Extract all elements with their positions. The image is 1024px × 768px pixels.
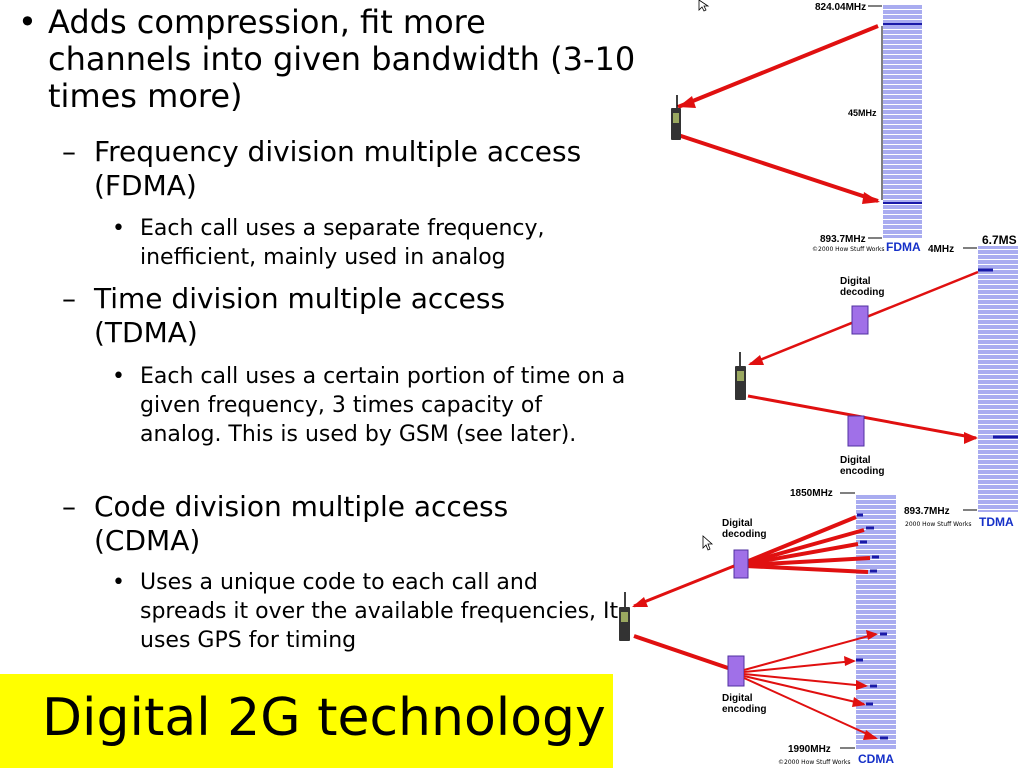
tdma-decoding-label-1: Digital xyxy=(840,276,871,287)
cdma-codes xyxy=(856,513,888,740)
fdma-bottom-freq: 893.7MHz xyxy=(820,234,866,245)
fdma-band xyxy=(883,4,922,238)
cdma-decoder-box xyxy=(733,549,749,579)
fdma-diagram: 824.04MHz 45MHz 893.7MHz ©2000 How Stuff… xyxy=(671,2,922,254)
arrow-head xyxy=(748,355,764,365)
arrow-heads xyxy=(844,630,878,740)
bullet-marker: • xyxy=(112,216,125,241)
tdma-copyright: 2000 How Stuff Works xyxy=(905,521,972,528)
phone-icon xyxy=(619,592,630,641)
slide-title: Digital 2G technology xyxy=(42,688,606,748)
tdma-encoding-label-2: encoding xyxy=(840,466,884,477)
cdma-band xyxy=(856,494,896,750)
phone-icon xyxy=(671,95,681,140)
cdma-label: CDMA xyxy=(858,752,894,766)
cdma-encoding-label-2: encoding xyxy=(722,704,766,715)
fdma-uplink-arrow xyxy=(677,133,879,203)
bullet-marker: • xyxy=(112,570,125,595)
arrow-head xyxy=(964,432,978,444)
phone-icon xyxy=(735,352,746,400)
dash-marker: – xyxy=(62,282,76,315)
tdma-encoder-box xyxy=(847,415,865,447)
tdma-left-top: 4MHz xyxy=(928,244,954,255)
cdma-encoding-label-1: Digital xyxy=(722,693,753,704)
bullet-marker: • xyxy=(112,364,125,389)
bullet-text: Frequency division multiple access (FDMA… xyxy=(94,135,582,202)
bullet-text: Adds compression, fit more channels into… xyxy=(48,3,636,115)
dash-marker: – xyxy=(62,135,76,168)
tdma-decoding-label-2: decoding xyxy=(840,287,884,298)
bullet-text: Time division multiple access (TDMA) xyxy=(94,282,506,349)
cdma-uplink-arrow xyxy=(633,634,729,670)
cdma-uplink-fan xyxy=(743,633,877,739)
bullet-text: Each call uses a separate frequency, ine… xyxy=(140,216,545,270)
arrow-head xyxy=(678,96,696,108)
tdma-encoding-label-1: Digital xyxy=(840,455,871,466)
fdma-downlink-arrow xyxy=(677,24,879,109)
cdma-decoding-label-2: decoding xyxy=(722,529,766,540)
title-bar: Digital 2G technology xyxy=(0,674,613,768)
cdma-diagram: 1850MHz Digital decoding Digital encodin… xyxy=(619,488,896,766)
bullet-text: Code division multiple access (CDMA) xyxy=(94,490,509,557)
tdma-right-top: 6.7MS xyxy=(982,233,1017,247)
arrow-head xyxy=(862,192,880,204)
cdma-bottom-freq: 1990MHz xyxy=(788,744,831,755)
cursor-icon xyxy=(702,535,714,551)
fdma-gap-label: 45MHz xyxy=(848,108,877,118)
bullet-marker: • xyxy=(18,3,37,41)
cdma-copyright: ©2000 How Stuff Works xyxy=(778,759,851,766)
cdma-downlink-fan xyxy=(745,515,871,574)
arrow-head xyxy=(632,597,648,607)
tdma-decoder-box xyxy=(851,305,869,335)
cdma-downlink-arrow xyxy=(633,564,735,608)
bullet-text: Each call uses a certain portion of time… xyxy=(140,364,626,447)
tdma-label: TDMA xyxy=(979,515,1014,529)
cdma-top-freq: 1850MHz xyxy=(790,488,833,499)
bullet-text: Uses a unique code to each call and spre… xyxy=(140,570,619,653)
fdma-copyright: ©2000 How Stuff Works xyxy=(812,246,885,253)
cdma-decoding-label-1: Digital xyxy=(722,518,753,529)
tdma-diagram: 4MHz 6.7MS Digital decoding Digital enco… xyxy=(735,233,1018,529)
fdma-top-freq: 824.04MHz xyxy=(815,2,866,13)
dash-marker: – xyxy=(62,490,76,523)
tdma-band xyxy=(978,246,1018,512)
tdma-bottom-freq: 893.7MHz xyxy=(904,506,950,517)
cursor-icon xyxy=(698,0,710,12)
fdma-label: FDMA xyxy=(886,240,921,254)
cdma-encoder-box xyxy=(727,655,745,687)
